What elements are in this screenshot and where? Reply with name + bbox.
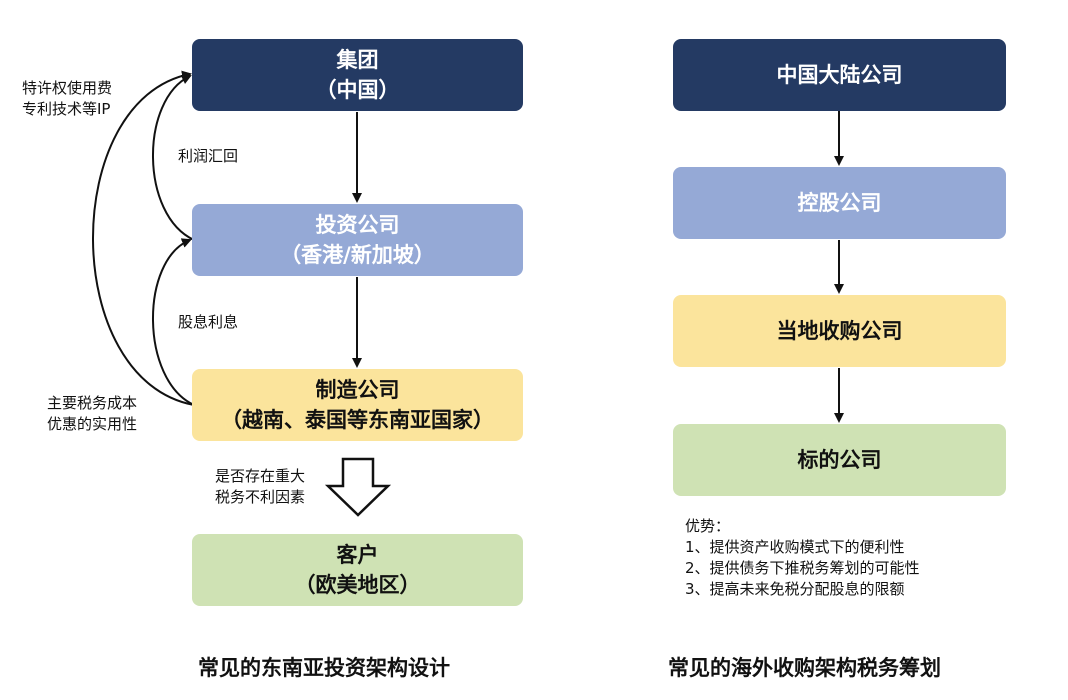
- label-tax-risk-line1: 是否存在重大: [215, 467, 306, 485]
- right-caption: 常见的海外收购架构税务筹划: [668, 656, 941, 680]
- group-name: 集团: [336, 48, 379, 72]
- hollow-down-arrow: [324, 457, 392, 517]
- manufacturing-company-box: 制造公司 （越南、泰国等东南亚国家）: [192, 369, 523, 441]
- label-tax-cost-line2: 优惠的实用性: [47, 415, 138, 433]
- advantages-block: 优势： 1、提供资产收购模式下的便利性 2、提供债务下推税务筹划的可能性 3、提…: [685, 516, 920, 600]
- investment-company-name: 投资公司: [315, 213, 400, 237]
- left-caption: 常见的东南亚投资架构设计: [198, 656, 450, 680]
- advantage-item: 1、提供资产收购模式下的便利性: [685, 538, 905, 556]
- customer-box: 客户 （欧美地区）: [192, 534, 523, 606]
- curve-investment-to-group: [152, 74, 195, 241]
- investment-company-region: （香港/新加坡）: [280, 243, 435, 267]
- label-tax-risk: 是否存在重大 税务不利因素: [215, 466, 305, 508]
- advantages-title: 优势：: [685, 517, 731, 535]
- label-ip-line1: 特许权使用费: [22, 79, 113, 97]
- advantage-item: 3、提高未来免税分配股息的限额: [685, 580, 905, 598]
- label-dividend-interest: 股息利息: [178, 313, 239, 331]
- target-company-name: 标的公司: [797, 448, 882, 472]
- group-region: （中国）: [315, 78, 400, 102]
- curve-manufacturing-to-investment: [152, 238, 195, 406]
- curve-manufacturing-to-group: [92, 70, 195, 406]
- manufacturing-company-region: （越南、泰国等东南亚国家）: [221, 408, 494, 432]
- target-company-box: 标的公司: [673, 424, 1006, 496]
- group-box: 集团 （中国）: [192, 39, 523, 111]
- holding-company-name: 控股公司: [797, 191, 882, 215]
- label-tax-cost: 主要税务成本 优惠的实用性: [47, 393, 137, 435]
- label-ip-line2: 专利技术等IP: [22, 100, 111, 118]
- manufacturing-company-name: 制造公司: [315, 378, 400, 402]
- advantage-item: 2、提供债务下推税务筹划的可能性: [685, 559, 920, 577]
- local-acquisition-company-box: 当地收购公司: [673, 295, 1006, 367]
- holding-company-box: 控股公司: [673, 167, 1006, 239]
- investment-company-box: 投资公司 （香港/新加坡）: [192, 204, 523, 276]
- label-tax-cost-line1: 主要税务成本: [47, 394, 138, 412]
- local-acquisition-company-name: 当地收购公司: [776, 319, 903, 343]
- customer-region: （欧美地区）: [294, 573, 421, 597]
- mainland-company-box: 中国大陆公司: [673, 39, 1006, 111]
- label-ip-royalty: 特许权使用费 专利技术等IP: [22, 78, 112, 120]
- label-tax-risk-line2: 税务不利因素: [215, 488, 306, 506]
- customer-name: 客户: [336, 543, 379, 567]
- mainland-company-name: 中国大陆公司: [776, 63, 903, 87]
- label-profit-repatriation: 利润汇回: [178, 147, 239, 165]
